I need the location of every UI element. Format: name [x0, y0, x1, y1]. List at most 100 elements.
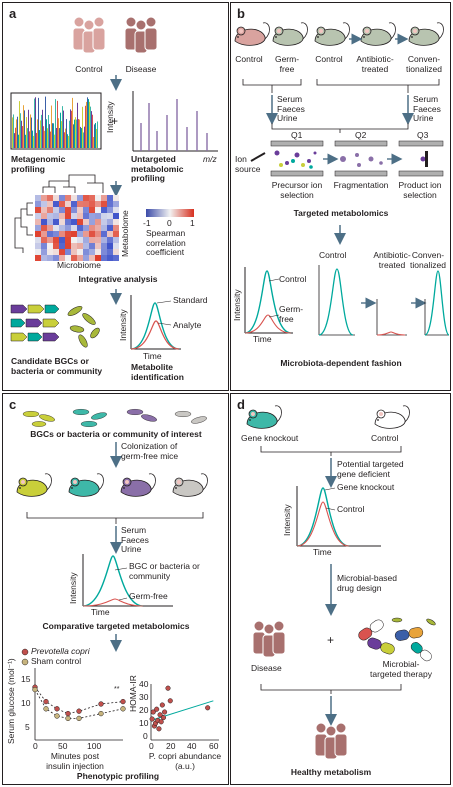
spectrum-bar [96, 128, 97, 148]
heatmap-cell [101, 237, 107, 243]
bgcs-label: BGCs or bacteria or community of interes… [30, 429, 202, 439]
heatmap-cell [89, 195, 95, 201]
analyte-label: Analyte [173, 320, 202, 330]
heatmap-cell [53, 231, 59, 237]
heatmap-cell [77, 207, 83, 213]
spectrum-bar [37, 119, 38, 148]
panel-a-graphics [10, 16, 218, 350]
homa-xtick-20: 20 [166, 741, 176, 751]
colorbar-tick-pos: 1 [190, 218, 195, 228]
heatmap-cell [95, 225, 101, 231]
heatmap-cell [59, 255, 65, 261]
heatmap-cell [83, 255, 89, 261]
spectrum-bar [88, 99, 89, 148]
heatmap-cell [41, 201, 47, 207]
heatmap-cell [101, 213, 107, 219]
bacteria-icon [67, 305, 100, 348]
colorbar-tick-neg: -1 [143, 218, 151, 228]
legend-copri-marker [21, 648, 29, 656]
glucose-point [76, 715, 82, 722]
heatmap-cell [77, 231, 83, 237]
heatmap-cell [77, 213, 83, 219]
panel-c: c BGCs or bacteria or com [2, 393, 229, 785]
spectrum-bar [91, 111, 92, 148]
glucose-point [65, 710, 71, 717]
heatmap-cell [35, 255, 41, 261]
disease-people-icon [124, 16, 158, 54]
homa-ytick-30: 30 [139, 692, 149, 702]
heatmap-cell [71, 231, 77, 237]
heatmap-cell [35, 243, 41, 249]
glucose-point [120, 698, 126, 705]
mice-row-b [234, 22, 444, 46]
heatmap-cell [107, 237, 113, 243]
spectrum-bar [93, 136, 94, 148]
spectrum-bar [67, 134, 68, 148]
spectrum-bar [35, 97, 36, 148]
spectrum-bar [41, 114, 42, 148]
healthy-people-icon [314, 722, 348, 760]
heatmap-cell [95, 207, 101, 213]
heatmap-cell [83, 213, 89, 219]
ion-source-label: Ion source [235, 154, 261, 174]
spectrum-bar [86, 101, 87, 148]
spectrum-bar [38, 97, 39, 148]
spectrum-bar [47, 128, 48, 148]
spectrum-bar [52, 123, 53, 148]
heatmap-cell [83, 237, 89, 243]
heatmap-cell [89, 231, 95, 237]
spectrum-bar [30, 114, 31, 148]
microbiome-axis-label: Microbiome [57, 260, 101, 270]
heatmap-cell [89, 237, 95, 243]
metabolome-axis-label: Metabolome [120, 210, 130, 257]
heatmap-cell [71, 213, 77, 219]
heatmap-cell [59, 249, 65, 255]
panel-d: d [230, 393, 451, 785]
heatmap-cell [35, 225, 41, 231]
heatmap-cell [35, 201, 41, 207]
heatmap-cell [71, 255, 77, 261]
heatmap-cell [41, 213, 47, 219]
control-mouse-icon-2 [314, 22, 350, 46]
heatmap-cell [83, 231, 89, 237]
heatmap-cell [65, 243, 71, 249]
homa-xtick-0: 0 [149, 741, 154, 751]
control-label: Control [75, 64, 103, 74]
heatmap-cell [59, 237, 65, 243]
spectrum-bar [59, 128, 60, 148]
heatmap-cell [71, 201, 77, 207]
heatmap-cell [107, 255, 113, 261]
standard-label: Standard [173, 295, 208, 305]
bacteria-row-icons [22, 408, 207, 428]
spectrum-bar [68, 135, 69, 148]
spectrum-bar [20, 113, 21, 148]
heatmap-cell [47, 213, 53, 219]
control-mouse-icon [234, 22, 270, 46]
heatmap-cell [53, 249, 59, 255]
spectrum-bar [27, 128, 28, 148]
spectrum-bar [49, 124, 50, 148]
heatmap-cell [77, 243, 83, 249]
microbiota-fashion-label: Microbiota-dependent fashion [280, 358, 402, 368]
intensity-axis-label: Intensity [105, 101, 115, 133]
heatmap-cell [41, 231, 47, 237]
germfree-curve-label-c: Germ-free [129, 591, 168, 601]
heatmap-cell [95, 255, 101, 261]
spectrum-bar [58, 118, 59, 148]
control-people-icon [72, 16, 106, 54]
heatmap-cell [35, 213, 41, 219]
spectrum-bar [63, 110, 64, 148]
disease-label-d: Disease [251, 663, 282, 673]
plus-sign-d: + [327, 633, 335, 647]
time-label-b: Time [253, 334, 272, 344]
heatmap-cell [47, 207, 53, 213]
heatmap-cell [77, 255, 83, 261]
homa-xtick-60: 60 [209, 741, 219, 751]
glucose-point [43, 706, 49, 712]
spectrum-bar [42, 109, 43, 148]
heatmap-cell [107, 195, 113, 201]
spectrum-bar [81, 128, 82, 148]
heatmap-cell [65, 225, 71, 231]
heatmap-cell [89, 201, 95, 207]
spectrum-bar [75, 117, 76, 148]
